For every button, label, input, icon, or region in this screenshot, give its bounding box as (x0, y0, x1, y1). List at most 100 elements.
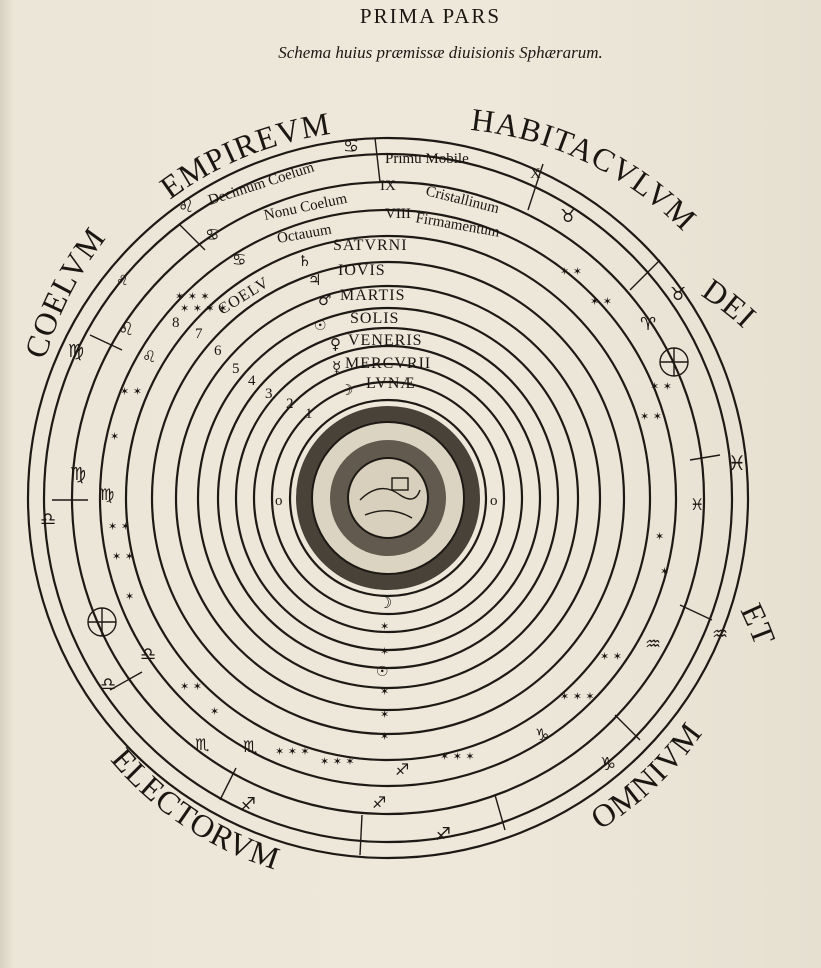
svg-text:✶: ✶ (380, 645, 389, 658)
label-iouis: IOVIS (338, 262, 386, 279)
libra-outer-icon: ♎ (100, 674, 116, 695)
virgo-far-icon: ♍ (68, 341, 84, 362)
cancer-mid-icon: ♋ (205, 225, 219, 244)
ring-number-6: 6 (214, 343, 222, 359)
cancer-icon: ♋ (343, 136, 359, 157)
leo-far-icon: ♌ (116, 273, 129, 289)
page-header: PRIMA PARS Schema huius præmissæ diuisio… (0, 4, 821, 63)
sun-icon: ☉ (314, 318, 327, 334)
jupiter-icon: ♃ (308, 271, 321, 289)
svg-text:✶: ✶ (380, 620, 389, 633)
star-field: ✶ ✶ ✶ ✶ ✶ ✶ ✶ ✶ ✶ ✶ ✶ ✶ ✶ ✶ ✶ ✶ ✶ ✶ ✶ ✶ … (108, 265, 672, 768)
pisces-outer-icon: ♓ (728, 451, 746, 475)
ring-firmament (150, 260, 626, 736)
ring-marker-o-right: o (490, 493, 498, 509)
svg-text:✶ ✶ ✶: ✶ ✶ ✶ (440, 750, 475, 763)
svg-text:✶ ✶: ✶ ✶ (640, 410, 662, 423)
label-primum-mobile: Primu Mobile (385, 151, 469, 167)
ring-nonum (98, 208, 678, 788)
figure-caption: Schema huius præmissæ diuisionis Sphærar… (278, 43, 603, 62)
moon-marker-icon: ☽ (378, 593, 392, 612)
inscription-electorum: ELECTORVM (105, 741, 285, 877)
ring-markers: ☽ ☉ o o (87, 347, 689, 680)
taurus-icon: ♉ (560, 206, 576, 227)
svg-text:✶: ✶ (210, 705, 219, 718)
numeral-viii: VIII (385, 206, 411, 222)
ring-venus (252, 362, 524, 634)
pisces-icon: ♓ (690, 495, 704, 514)
ring-mars (216, 326, 560, 670)
leo-icon: ♌ (178, 196, 194, 217)
ring-numbers: 8 7 6 5 4 3 2 1 (172, 315, 313, 422)
label-lunae: LVNÆ (366, 375, 416, 392)
svg-text:✶ ✶: ✶ ✶ (560, 265, 582, 278)
label-cristallinum: Cristallinum (424, 183, 501, 217)
svg-text:✶ ✶: ✶ ✶ (590, 295, 612, 308)
ring-sun (234, 344, 542, 652)
aries-icon: ♈ (640, 314, 656, 335)
svg-text:✶: ✶ (110, 430, 119, 443)
ring-moon (288, 398, 488, 598)
label-saturni: SATVRNI (333, 237, 408, 254)
svg-text:✶: ✶ (380, 708, 389, 721)
outer-ring-2 (42, 152, 734, 844)
ring-number-7: 7 (195, 326, 203, 342)
sun-marker-icon: ☉ (376, 664, 389, 680)
aquarius-icon: ♒ (645, 634, 661, 655)
ring-jupiter (196, 306, 580, 690)
numeral-ix: IX (380, 178, 396, 194)
ring-number-8: 8 (172, 315, 180, 331)
concentric-rings (26, 136, 750, 860)
ring-number-2: 2 (286, 396, 294, 412)
folio-title: PRIMA PARS (359, 4, 502, 28)
svg-text:✶: ✶ (125, 590, 134, 603)
svg-text:✶: ✶ (380, 685, 389, 698)
scorpio-outer-icon: ♏ (195, 735, 209, 754)
leo-inner-icon: ♌ (142, 347, 156, 366)
ring-number-5: 5 (232, 361, 240, 377)
svg-text:✶ ✶ ✶ ✶: ✶ ✶ ✶ ✶ (180, 302, 227, 315)
mercury-icon: ☿ (332, 358, 341, 376)
svg-text:✶ ✶: ✶ ✶ (120, 385, 142, 398)
taurus-outer-icon: ♉ (670, 284, 686, 305)
ring-octauum (124, 234, 652, 762)
svg-text:✶: ✶ (655, 530, 664, 543)
svg-text:✶ ✶ ✶: ✶ ✶ ✶ (560, 690, 595, 703)
virgo-outer-icon: ♍ (70, 464, 86, 485)
svg-text:✶ ✶: ✶ ✶ (600, 650, 622, 663)
svg-text:✶ ✶ ✶: ✶ ✶ ✶ (275, 745, 310, 758)
capricorn-inner-icon: ♑ (535, 725, 549, 744)
inscription-dei: DEI (696, 271, 764, 335)
label-mercurii: MERCVRII (345, 355, 431, 372)
mars-icon: ♂ (318, 291, 331, 309)
capricorn-icon: ♑ (600, 754, 616, 775)
svg-text:✶ ✶ ✶: ✶ ✶ ✶ (175, 290, 210, 303)
moon-icon: ☽ (340, 381, 353, 399)
libra-far-icon: ♎ (40, 509, 56, 530)
ring-marker-o: o (275, 493, 283, 509)
zodiac-glyphs: ♋ ♌ ♉ ♉ ♈ ♓ ♓ ♒ ♒ ♑ ♑ ♐ ♐ ♐ ♐ ♏ ♏ ♎ ♎ ♎ … (40, 136, 746, 845)
sagittarius-inner-icon: ♐ (372, 793, 386, 812)
ring-number-4: 4 (248, 373, 256, 389)
central-earth (296, 406, 480, 590)
ring-decimum (70, 180, 706, 816)
label-nonum-coelum: Nonu Coelum (263, 191, 349, 224)
label-martis: MARTIS (340, 287, 406, 304)
scorpio-icon: ♏ (243, 737, 257, 756)
venus-icon: ♀ (330, 335, 341, 353)
virgo-icon: ♍ (100, 485, 114, 504)
cancer-inner-icon: ♋ (232, 250, 246, 269)
sagittarius-outer-icon: ♐ (435, 824, 451, 845)
svg-text:✶ ✶ ✶: ✶ ✶ ✶ (320, 755, 355, 768)
svg-text:✶ ✶: ✶ ✶ (108, 520, 130, 533)
svg-text:✶: ✶ (380, 730, 389, 743)
svg-text:✶: ✶ (660, 565, 669, 578)
svg-text:✶ ✶: ✶ ✶ (112, 550, 134, 563)
outer-ring-1 (26, 136, 750, 860)
libra-icon: ♎ (140, 644, 156, 665)
label-solis: SOLIS (350, 310, 399, 327)
saturn-icon: ♄ (298, 252, 311, 270)
inscription-omnium: OMNIVM (584, 715, 709, 836)
zodiac-dividers (52, 137, 721, 856)
